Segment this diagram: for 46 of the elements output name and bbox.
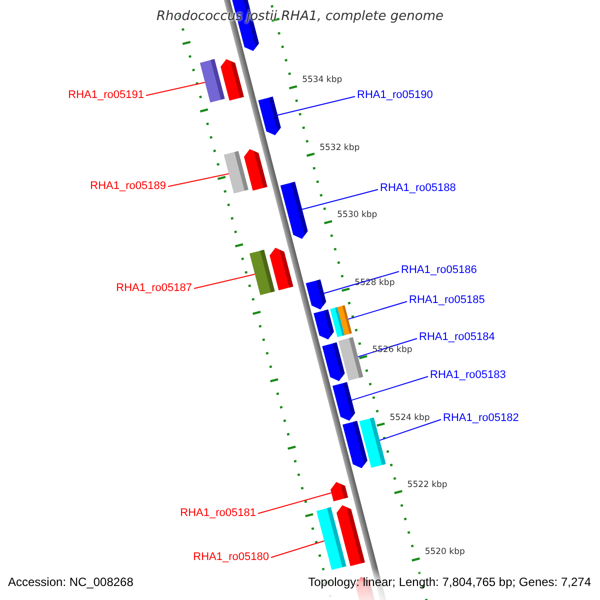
- leader-line: [323, 271, 400, 294]
- leader-line: [146, 82, 206, 96]
- gene-block: [224, 151, 248, 194]
- scale-label: 5530 kbp: [337, 210, 378, 222]
- gene-label: RHA1_ro05187: [116, 282, 192, 295]
- gene-label: RHA1_ro05189: [90, 180, 166, 193]
- accession-label: Accession: NC_008268: [8, 575, 134, 589]
- gene-feature: [314, 310, 334, 340]
- leader-line: [194, 274, 256, 289]
- gene-feature: [220, 59, 244, 101]
- gene-label: RHA1_ro05190: [357, 89, 433, 102]
- gene-block: [338, 337, 364, 381]
- gene-feature: [336, 505, 365, 566]
- scale-label: 5520 kbp: [424, 547, 465, 558]
- gene-label: RHA1_ro05184: [419, 331, 495, 344]
- gene-feature: [270, 248, 294, 290]
- leader-line: [277, 96, 356, 116]
- gene-block: [337, 305, 352, 336]
- leader-line: [258, 492, 332, 514]
- gene-label: RHA1_ro05182: [443, 412, 519, 425]
- gene-block: [200, 59, 225, 102]
- gene-label: RHA1_ro05191: [68, 89, 144, 102]
- leader-line: [348, 301, 408, 320]
- gene-block: [359, 418, 386, 468]
- genome-info-label: Topology: linear; Length: 7,804,765 bp; Genes: 7,274: [308, 575, 591, 589]
- gene-feature: [280, 182, 308, 239]
- gene-block: [250, 250, 275, 296]
- scale-label: 5532 kbp: [320, 142, 360, 154]
- scale-label: 5524 kbp: [390, 412, 430, 424]
- gene-label: RHA1_ro05186: [401, 264, 477, 277]
- scale-label: 5522 kbp: [407, 480, 448, 492]
- gene-feature: [244, 149, 268, 191]
- gene-feature: [306, 280, 326, 310]
- leader-line: [379, 419, 442, 441]
- gene-label: RHA1_ro05185: [409, 294, 485, 307]
- leader-line: [168, 173, 230, 187]
- scale-label: 5534 kbp: [302, 75, 342, 86]
- leader-line: [302, 189, 378, 210]
- gene-feature: [332, 382, 356, 421]
- gene-label: RHA1_ro05180: [193, 551, 269, 564]
- gene-label: RHA1_ro05188: [380, 182, 456, 195]
- gene-label: RHA1_ro05183: [430, 369, 506, 382]
- leader-line: [351, 376, 428, 401]
- gene-feature: [258, 96, 281, 136]
- gene-label: RHA1_ro05181: [180, 507, 256, 520]
- gene-feature: [330, 482, 348, 502]
